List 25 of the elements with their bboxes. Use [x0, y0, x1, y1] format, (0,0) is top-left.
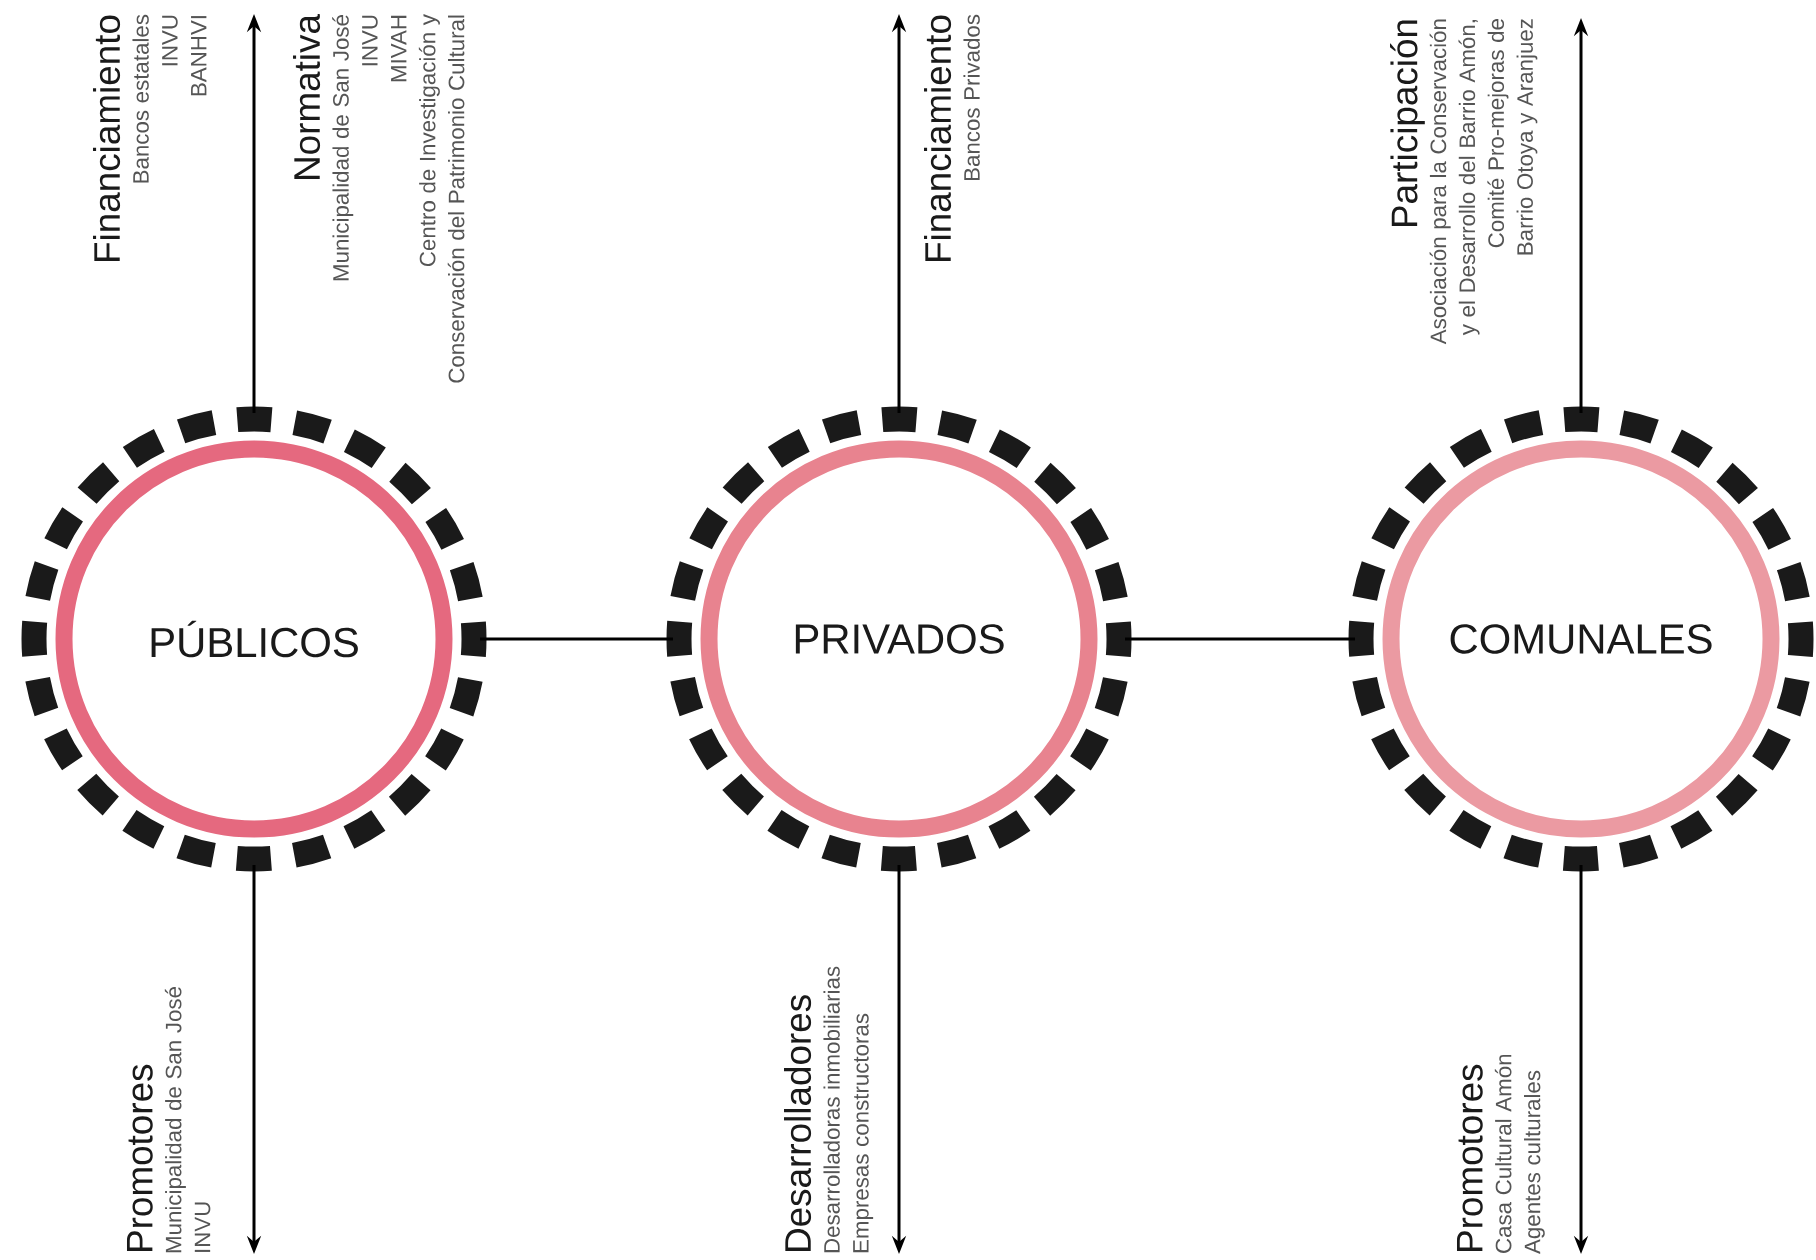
actor-name: Comité Pro-mejoras de Barrio Otoya y Aranjuez — [1487, 19, 1538, 255]
category-heading: Participación — [1390, 20, 1425, 226]
category-heading: Normativa — [293, 14, 321, 179]
actor-name: Asociación para la Conservación y el Desarrollo del Barrio Amón, — [1429, 19, 1480, 345]
actor-name: INVU — [194, 1202, 211, 1252]
actor-name: INVU — [162, 15, 178, 66]
category-heading: Promotores — [1457, 1064, 1483, 1251]
actor-name: Centro de Investigación y Conservación del Patrimonio Cultural — [418, 14, 465, 383]
actor-name: Desarrolladoras inmobiliarias — [823, 966, 840, 1253]
actor-name: Agentes culturales — [1524, 1070, 1545, 1254]
connector-line — [480, 637, 673, 641]
connector-line — [1125, 637, 1355, 641]
actor-name: Bancos estatales — [132, 14, 149, 183]
actor-name: Municipalidad de San José — [164, 987, 186, 1253]
category-heading: Promotores — [127, 1064, 153, 1251]
category-heading: Financiamiento — [93, 15, 121, 261]
actor-name: INVU — [362, 15, 378, 66]
actor-name: Municipalidad de San José — [332, 15, 354, 281]
actor-name: Casa Cultural Amón — [1494, 1054, 1512, 1253]
actor-name: Empresas constructoras — [853, 1013, 874, 1253]
category-heading: Financiamiento — [924, 15, 952, 261]
category-heading: Desarrolladores — [784, 995, 812, 1251]
actor-name: BANHVI — [191, 16, 207, 96]
actor-name: Bancos Privados — [963, 14, 980, 181]
actor-name: MIVAH — [391, 15, 407, 82]
